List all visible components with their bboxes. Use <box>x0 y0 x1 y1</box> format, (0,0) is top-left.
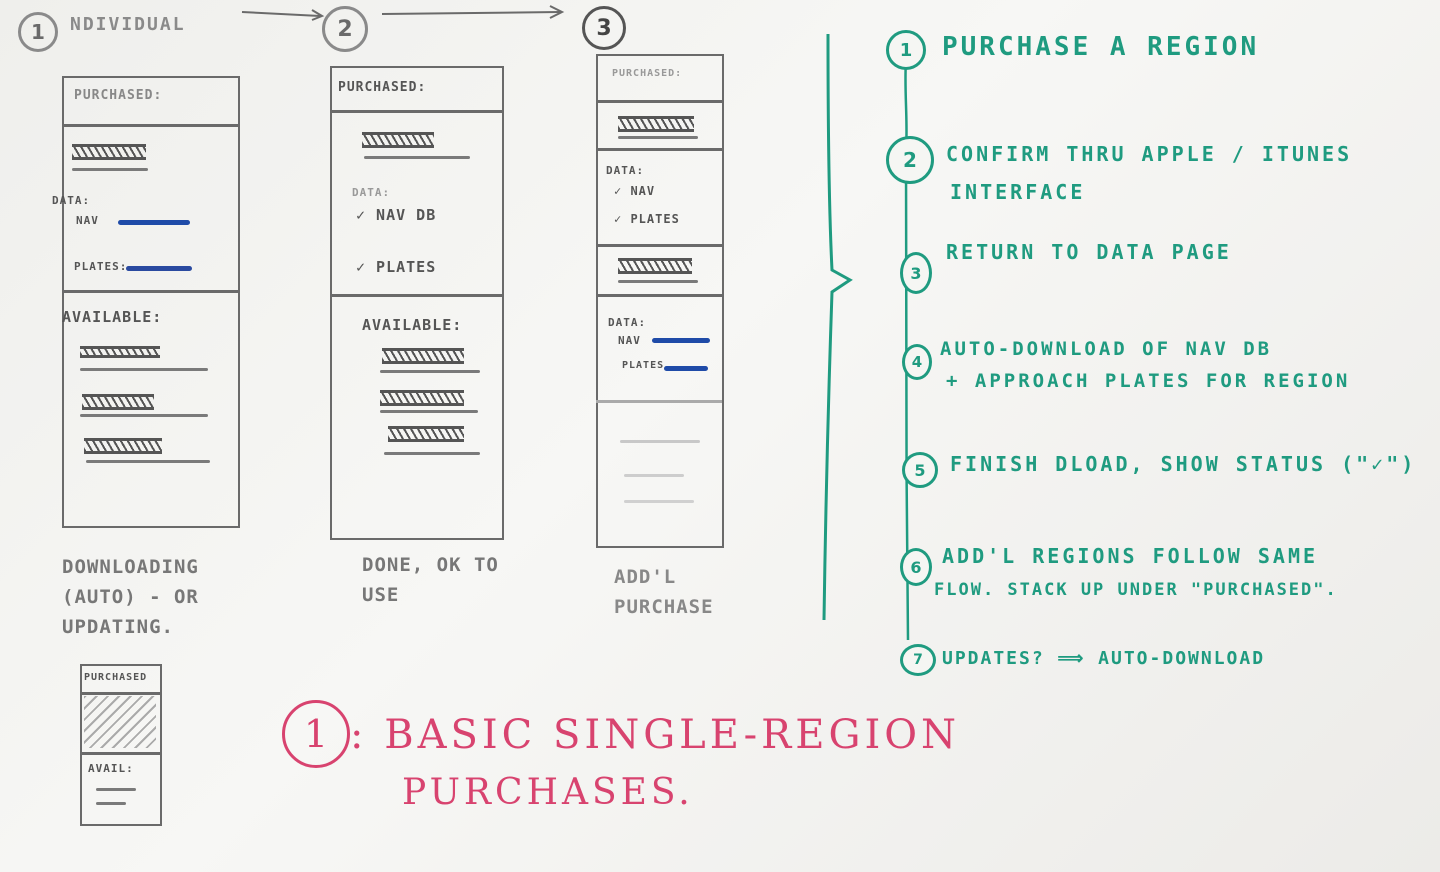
title-line-1: : BASIC SINGLE-REGION <box>350 712 961 758</box>
mini-hatch <box>84 696 156 748</box>
timeline-circle-2: 2 <box>886 136 934 184</box>
panel3-purchased: PURCHASED: <box>612 68 683 79</box>
green-brace <box>822 33 853 621</box>
timeline-circle-6: 6 <box>900 548 932 586</box>
timeline-line <box>904 60 910 641</box>
wireframe-panel-3 <box>596 54 724 548</box>
title-number: 1 <box>303 712 329 756</box>
timeline-step-2b: INTERFACE <box>950 180 1086 204</box>
panel1-caption-2: (AUTO) - OR <box>62 586 199 608</box>
timeline-circle-4: 4 <box>902 344 932 380</box>
panel2-purchased: PURCHASED: <box>338 80 427 95</box>
timeline-step-6b: FLOW. STACK UP UNDER "PURCHASED". <box>934 580 1338 600</box>
panel3-plates: ✓ PLATES <box>614 212 680 226</box>
panel2-caption-2: USE <box>362 584 400 606</box>
timeline-step-4b: + APPROACH PLATES FOR REGION <box>946 370 1351 392</box>
panel2-plates: ✓ PLATES <box>356 258 437 276</box>
individual-label: NDIVIDUAL <box>70 14 186 35</box>
timeline-step-5: FINISH DLOAD, SHOW STATUS ("✓") <box>950 452 1417 476</box>
panel3-plates-2: PLATES <box>622 360 665 371</box>
panel1-nav: NAV <box>76 214 99 227</box>
timeline-step-1: PURCHASE A REGION <box>942 32 1260 62</box>
panel1-data: DATA: <box>52 194 91 207</box>
step-3-circle: 3 <box>582 6 626 50</box>
timeline-circle-7: 7 <box>900 644 936 676</box>
panel3-nav-2: NAV <box>618 334 641 347</box>
step-1-circle: 1 <box>18 12 58 52</box>
step-2-number: 2 <box>337 16 353 42</box>
step-3-number: 3 <box>596 15 612 41</box>
panel1-plates: PLATES: <box>74 260 128 273</box>
timeline-step-2: CONFIRM THRU APPLE / ITUNES <box>946 142 1353 166</box>
panel1-nav-progress <box>118 220 190 225</box>
panel3-caption-1: ADD'L <box>614 566 677 588</box>
panel1-item-squiggle <box>72 144 146 160</box>
panel2-caption-1: DONE, OK TO <box>362 554 499 576</box>
wireframe-panel-2 <box>330 66 504 540</box>
panel1-caption-3: UPDATING. <box>62 616 174 638</box>
timeline-circle-3: 3 <box>900 252 932 294</box>
header-arrow-1 <box>241 9 325 21</box>
title-circle: 1 <box>282 700 350 768</box>
mini-wireframe-panel <box>80 664 162 826</box>
panel1-purchased: PURCHASED: <box>74 88 163 103</box>
header-arrow-2 <box>381 5 565 19</box>
panel1-caption-1: DOWNLOADING <box>62 556 199 578</box>
panel2-available: AVAILABLE: <box>362 316 463 334</box>
panel3-data-2: DATA: <box>608 316 647 329</box>
panel2-data: DATA: <box>352 186 391 199</box>
step-1-number: 1 <box>31 20 45 44</box>
panel1-plates-progress <box>126 266 192 271</box>
panel3-data: DATA: <box>606 164 645 177</box>
panel3-nav: ✓ NAV <box>614 184 656 198</box>
timeline-step-6: ADD'L REGIONS FOLLOW SAME <box>942 544 1319 568</box>
timeline-circle-5: 5 <box>902 452 938 488</box>
panel2-nav-db: ✓ NAV DB <box>356 206 437 224</box>
timeline-step-4: AUTO-DOWNLOAD OF NAV DB <box>940 338 1273 360</box>
panel1-available: AVAILABLE: <box>62 308 163 326</box>
panel3-plates-progress <box>664 366 708 371</box>
timeline-step-3: RETURN TO DATA PAGE <box>946 240 1232 264</box>
mini-avail: AVAIL: <box>88 762 134 775</box>
step-2-circle: 2 <box>322 6 368 52</box>
timeline-step-7: UPDATES? ⟹ AUTO-DOWNLOAD <box>942 648 1266 669</box>
wireframe-panel-1 <box>62 76 240 528</box>
panel3-nav-progress <box>652 338 710 343</box>
timeline-circle-1: 1 <box>886 30 926 70</box>
panel3-caption-2: PURCHASE <box>614 596 714 618</box>
title-line-2: PURCHASES. <box>402 772 694 813</box>
mini-purchased: PURCHASED <box>84 672 148 683</box>
